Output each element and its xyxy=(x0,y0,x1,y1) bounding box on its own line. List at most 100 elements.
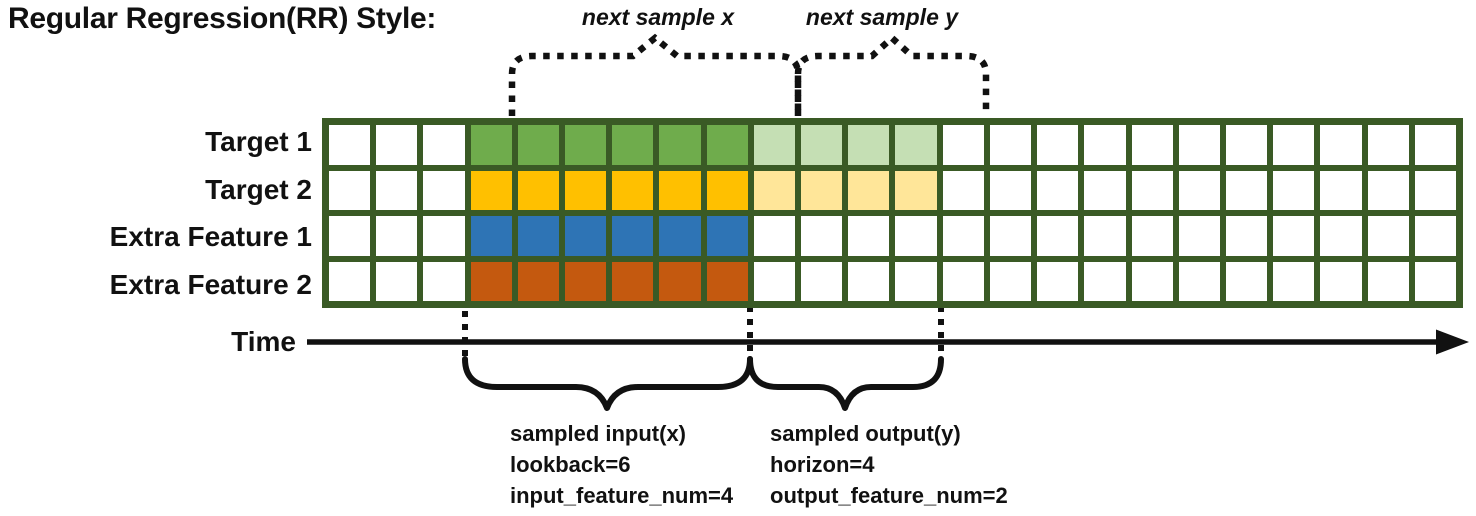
grid-cell xyxy=(1131,216,1173,256)
grid-cell xyxy=(1225,216,1268,256)
grid-cell xyxy=(848,261,890,301)
grid-cell xyxy=(989,261,1032,301)
grid-cell xyxy=(1178,261,1220,301)
grid-cell xyxy=(565,216,607,256)
grid-cell xyxy=(1273,125,1315,165)
grid-cell xyxy=(329,125,371,165)
grid-cell xyxy=(895,125,937,165)
grid-cell xyxy=(423,125,465,165)
grid-cell xyxy=(753,261,796,301)
next-sample-x-brace xyxy=(508,33,802,116)
grid-cell xyxy=(329,216,371,256)
grid-cell xyxy=(801,216,843,256)
grid-cell xyxy=(423,216,465,256)
grid-cell xyxy=(895,216,937,256)
grid-cell xyxy=(565,170,607,210)
grid-cell xyxy=(942,216,984,256)
sampled-output-brace xyxy=(747,356,944,411)
grid-cell xyxy=(1178,125,1220,165)
grid-cell xyxy=(1084,125,1126,165)
grid-cell xyxy=(329,170,371,210)
grid-cell xyxy=(659,125,701,165)
grid-cell xyxy=(470,216,512,256)
grid-cell xyxy=(659,216,701,256)
grid-cell xyxy=(1273,216,1315,256)
grid-cell xyxy=(753,216,796,256)
grid-cell xyxy=(1037,170,1079,210)
grid-cell xyxy=(612,125,654,165)
grid-cell xyxy=(423,261,465,301)
grid-cell xyxy=(1414,216,1456,256)
grid-cell xyxy=(329,261,371,301)
horizon-value: horizon=4 xyxy=(770,452,875,477)
grid-cell xyxy=(470,170,512,210)
next-sample-y-label: next sample y xyxy=(805,4,959,30)
time-axis-label: Time xyxy=(231,326,296,357)
lookback-value: lookback=6 xyxy=(510,452,631,477)
grid-cell xyxy=(517,216,560,256)
sampled-input-annotation: sampled input(x) lookback=6 input_featur… xyxy=(510,418,733,511)
grid-cell xyxy=(376,216,418,256)
grid-cell xyxy=(706,125,748,165)
grid-cell xyxy=(1367,125,1409,165)
grid-cell xyxy=(1037,216,1079,256)
row-label: Target 2 xyxy=(205,173,312,205)
grid-cell xyxy=(565,261,607,301)
input-feature-num-value: input_feature_num=4 xyxy=(510,483,734,508)
output-feature-num-value: output_feature_num=2 xyxy=(770,483,1008,508)
grid-cell xyxy=(1367,170,1409,210)
grid-cell xyxy=(1414,125,1456,165)
grid-cell xyxy=(1084,261,1126,301)
figure-title: Regular Regression(RR) Style: xyxy=(8,2,437,35)
grid-cell xyxy=(942,261,984,301)
grid-cell xyxy=(801,170,843,210)
sampled-input-title: sampled input(x) xyxy=(510,421,687,446)
row-label: Extra Feature 2 xyxy=(109,268,312,300)
grid-cell xyxy=(612,170,654,210)
grid-cell xyxy=(612,261,654,301)
grid-cell xyxy=(1225,261,1268,301)
grid-cell xyxy=(612,216,654,256)
grid-cell xyxy=(989,170,1032,210)
grid-cell xyxy=(1084,216,1126,256)
grid-cell xyxy=(989,125,1032,165)
grid-cell xyxy=(895,170,937,210)
sampled-input-brace xyxy=(462,356,753,411)
sampled-output-annotation: sampled output(y) horizon=4 output_featu… xyxy=(770,418,1008,511)
grid-cell xyxy=(848,125,890,165)
grid-cell xyxy=(1225,125,1268,165)
grid-cell xyxy=(1131,261,1173,301)
grid-cell xyxy=(848,216,890,256)
grid-cell xyxy=(517,261,560,301)
grid-cell xyxy=(1273,261,1315,301)
grid-cell xyxy=(1320,170,1362,210)
next-sample-x-label: next sample x xyxy=(581,4,735,30)
grid-cell xyxy=(376,261,418,301)
time-axis-arrowhead xyxy=(1436,329,1469,355)
grid-cell xyxy=(376,170,418,210)
grid-cell xyxy=(895,261,937,301)
grid-cell xyxy=(1320,216,1362,256)
grid-cell xyxy=(1178,216,1220,256)
grid-cell xyxy=(1367,216,1409,256)
grid-cell xyxy=(1131,170,1173,210)
next-sample-y-brace xyxy=(794,33,990,116)
sampled-output-title: sampled output(y) xyxy=(770,421,961,446)
grid-cell xyxy=(1037,125,1079,165)
grid-cell xyxy=(470,261,512,301)
grid-cell xyxy=(1367,261,1409,301)
grid-cell xyxy=(801,261,843,301)
sample-grid xyxy=(322,118,1463,308)
grid-cell xyxy=(470,125,512,165)
grid-cell xyxy=(376,125,418,165)
row-label: Extra Feature 1 xyxy=(109,221,312,252)
grid-cell xyxy=(517,125,560,165)
row-label: Target 1 xyxy=(205,126,312,157)
grid-cell xyxy=(1178,170,1220,210)
grid-cell xyxy=(753,125,796,165)
grid-cell xyxy=(423,170,465,210)
grid-cell xyxy=(942,170,984,210)
grid-cell xyxy=(942,125,984,165)
grid-cell xyxy=(1320,125,1362,165)
